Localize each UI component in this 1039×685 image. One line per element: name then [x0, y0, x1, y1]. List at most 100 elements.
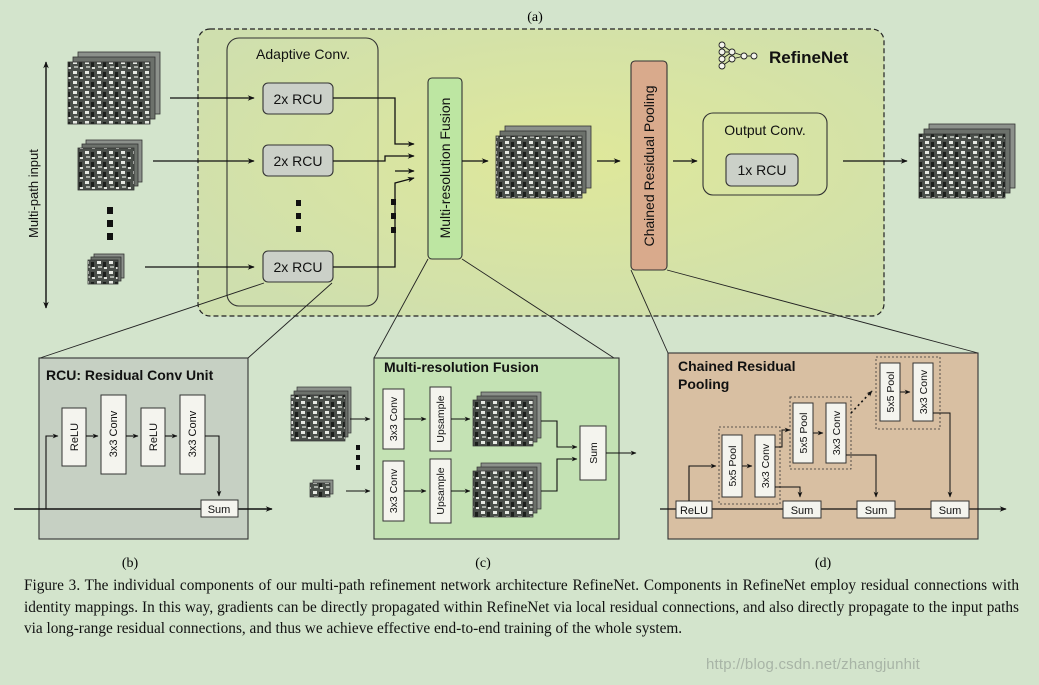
rcu-conv-2-label: 3x3 Conv: [187, 410, 199, 457]
rcu-to-fusion-2: [333, 153, 415, 162]
pooling-panel-title-1: Chained Residual: [678, 358, 795, 374]
rcu-dots: [296, 200, 301, 232]
fusion-upsample-1: Upsample: [429, 386, 452, 452]
watermark-url: http://blog.csdn.net/zhangjunhit: [706, 656, 921, 673]
fusion-panel-title: Multi-resolution Fusion: [384, 359, 539, 375]
output-conv-label: Output Conv.: [724, 122, 805, 138]
rcu-sum: Sum: [200, 499, 239, 518]
multi-resolution-fusion-block: [427, 77, 463, 260]
crp-conv-3-to-sum: [933, 412, 953, 498]
rcu-conv-1: 3x3 Conv: [100, 394, 127, 475]
input-dots: [107, 207, 113, 240]
chained-residual-pooling-block: [630, 60, 668, 271]
crp-pool-1: 5x5 Pool: [721, 434, 743, 498]
crp-sum-3: Sum: [930, 500, 970, 519]
rcu-relu-1-label: ReLU: [69, 423, 81, 451]
chained-residual-pooling-label: Chained Residual Pooling: [641, 85, 657, 246]
crp-stage-1-group: [718, 426, 781, 505]
crp-sum-3-label: Sum: [939, 505, 962, 517]
fusion-dots: [391, 199, 396, 233]
crp-pool-3: 5x5 Pool: [879, 362, 901, 422]
rcu-branch-in: [45, 433, 59, 509]
crp-pool-3-label: 5x5 Pool: [885, 372, 897, 413]
input-feature-map-3: [87, 253, 125, 285]
crp-sum-1-label: Sum: [791, 505, 814, 517]
rcu-block-3: 2x RCU: [262, 250, 334, 283]
crp-sum-2-label: Sum: [865, 505, 888, 517]
rcu-block-1-label: 2x RCU: [273, 91, 322, 107]
output-rcu-block: [725, 153, 799, 187]
output-rcu-label: 1x RCU: [737, 162, 786, 178]
crp-conv-2: 3x3 Conv: [825, 402, 847, 464]
crp-conv-2-label: 3x3 Conv: [831, 410, 843, 455]
rcu-sum-label: Sum: [208, 504, 231, 516]
figure-caption: Figure 3. The individual components of o…: [24, 577, 1019, 637]
rcu-block-1: 2x RCU: [262, 82, 334, 115]
crp-pool-1-label: 5x5 Pool: [727, 446, 739, 487]
crp-conv-1-label: 3x3 Conv: [760, 443, 772, 488]
crp-stage-2-group: [789, 396, 852, 470]
fusion-to-sum-2: [541, 456, 578, 492]
crp-pool-2: 5x5 Pool: [792, 402, 814, 464]
pooling-panel-title-2: Pooling: [678, 376, 729, 392]
fusion-upsample-2-label: Upsample: [435, 467, 447, 514]
crp-relu-to-pool-arrow: [688, 463, 717, 501]
multi-resolution-fusion-label: Multi-resolution Fusion: [437, 98, 453, 239]
rcu-to-fusion-3: [333, 176, 415, 268]
rcu-conv-2: 3x3 Conv: [179, 394, 206, 475]
panel-b-label: (b): [122, 556, 139, 571]
multi-path-input-label: Multi-path input: [26, 149, 41, 238]
fusion-upsample-1-label: Upsample: [435, 395, 447, 442]
panel-d-label: (d): [815, 556, 832, 571]
fusion-conv-2: 3x3 Conv: [382, 460, 405, 522]
rcu-relu-2: ReLU: [140, 407, 166, 467]
fusion-input-dots: [356, 445, 360, 470]
crp-sum-2: Sum: [856, 500, 896, 519]
input-feature-map-2: [77, 139, 143, 191]
fusion-upsampled-map-1: [472, 391, 542, 447]
crp-relu: ReLU: [675, 500, 713, 519]
crp-stage-3-group: [875, 356, 941, 430]
rcu-panel-title: RCU: Residual Conv Unit: [46, 367, 214, 383]
panel-c-label: (c): [475, 556, 491, 571]
rcu-relu-1: ReLU: [61, 407, 87, 467]
zoom-guide-lines: [39, 258, 979, 359]
rcu-block-3-label: 2x RCU: [273, 259, 322, 275]
crp-conv-1-to-sum: [775, 486, 803, 498]
output-feature-map: [918, 123, 1016, 199]
fusion-input-map-1: [290, 386, 352, 442]
rcu-relu-2-label: ReLU: [148, 423, 160, 451]
crp-conv-1: 3x3 Conv: [754, 434, 776, 498]
adaptive-conv-label: Adaptive Conv.: [256, 46, 350, 62]
crp-sum-1: Sum: [782, 500, 822, 519]
fusion-conv-1-label: 3x3 Conv: [388, 396, 400, 441]
crp-pool-2-label: 5x5 Pool: [798, 413, 810, 454]
fusion-input-map-2: [309, 479, 334, 498]
adaptive-conv-region: [226, 37, 379, 307]
input-feature-map-1: [67, 51, 161, 125]
crp-conv-3: 3x3 Conv: [912, 362, 934, 422]
fusion-upsample-2: Upsample: [429, 458, 452, 524]
output-conv-region: [702, 112, 828, 196]
crp-stage-1-to-2: [775, 427, 791, 448]
crp-conv-3-label: 3x3 Conv: [918, 369, 930, 414]
fusion-conv-2-label: 3x3 Conv: [388, 468, 400, 513]
crp-conv-2-to-sum: [846, 454, 879, 498]
fusion-sum: Sum: [579, 425, 607, 481]
fusion-upsampled-map-2: [472, 462, 542, 518]
fusion-sum-label: Sum: [588, 442, 600, 464]
crp-stage-2-to-3: [850, 390, 873, 414]
network-logo-icon: [718, 41, 758, 70]
crp-relu-label: ReLU: [680, 505, 708, 517]
fusion-conv-1: 3x3 Conv: [382, 388, 405, 450]
rcu-conv-1-label: 3x3 Conv: [108, 410, 120, 457]
rcu-block-2-label: 2x RCU: [273, 153, 322, 169]
fusion-to-sum-1: [541, 420, 578, 450]
rcu-block-2: 2x RCU: [262, 144, 334, 177]
fused-feature-map: [495, 125, 592, 199]
refinenet-title: RefineNet: [769, 48, 849, 67]
rcu-to-sum-arrow: [205, 435, 222, 497]
panel-a-label: (a): [527, 10, 543, 25]
rcu-to-fusion-1: [333, 97, 415, 147]
